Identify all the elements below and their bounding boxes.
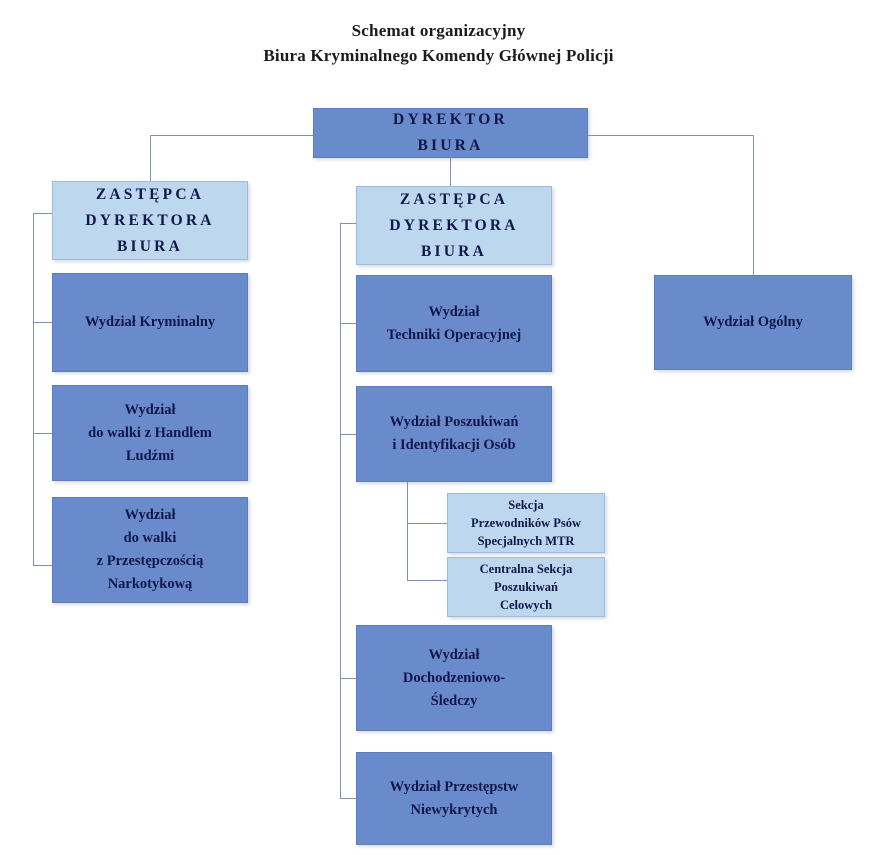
connector-director-to-deputy-mid <box>450 158 451 186</box>
node-wydzial-narkotyki-label: Wydział do walki z Przestępczością Narko… <box>96 507 204 592</box>
node-centralna-sekcja-poszukiwan[interactable]: Centralna Sekcja Poszukiwań Celowych <box>447 557 605 617</box>
connector-mid-stub-deputy <box>340 223 356 224</box>
connector-sub-trunk <box>407 482 408 580</box>
node-wydzial-handel-ludzmi[interactable]: Wydział do walki z Handlem Ludźmi <box>52 385 248 481</box>
connector-left-stub-1 <box>33 322 52 323</box>
connector-left-stub-2 <box>33 433 52 434</box>
node-wydzial-przestepstw-niewykrytych[interactable]: Wydział Przestępstw Niewykrytych <box>356 752 552 845</box>
node-sekcja-przewodnikow-psow-label: Sekcja Przewodników Psów Specjalnych MTR <box>470 498 582 548</box>
connector-sub-stub-2 <box>407 580 447 581</box>
node-centralna-sekcja-poszukiwan-label: Centralna Sekcja Poszukiwań Celowych <box>479 562 573 612</box>
node-deputy-mid-label: ZASTĘPCA DYREKTORA BIURA <box>389 190 519 260</box>
node-deputy-left[interactable]: ZASTĘPCA DYREKTORA BIURA <box>52 181 248 260</box>
chart-title: Schemat organizacyjny Biura Kryminalnego… <box>0 18 877 68</box>
node-wydzial-kryminalny-label: Wydział Kryminalny <box>84 314 216 330</box>
connector-left-stub-3 <box>33 565 52 566</box>
node-wydzial-poszukiwan[interactable]: Wydział Poszukiwań i Identyfikacji Osób <box>356 386 552 482</box>
connector-mid-stub-3 <box>340 678 356 679</box>
node-wydzial-techniki-operacyjnej-label: Wydział Techniki Operacyjnej <box>386 303 522 343</box>
connector-mid-stub-2 <box>340 434 356 435</box>
node-wydzial-dochodzeniowo-sledczy[interactable]: Wydział Dochodzeniowo- Śledczy <box>356 625 552 731</box>
connector-bus-to-deputy-left <box>150 135 151 181</box>
node-wydzial-poszukiwan-label: Wydział Poszukiwań i Identyfikacji Osób <box>389 414 519 453</box>
node-sekcja-przewodnikow-psow[interactable]: Sekcja Przewodników Psów Specjalnych MTR <box>447 493 605 553</box>
connector-sub-stub-1 <box>407 523 447 524</box>
node-director-label: DYREKTOR BIURA <box>393 111 508 154</box>
connector-mid-stub-1 <box>340 323 356 324</box>
node-wydzial-ogolny[interactable]: Wydział Ogólny <box>654 275 852 370</box>
connector-mid-stub-4 <box>340 798 356 799</box>
node-wydzial-kryminalny[interactable]: Wydział Kryminalny <box>52 273 248 372</box>
connector-left-stub-deputy <box>33 213 52 214</box>
chart-title-line-2: Biura Kryminalnego Komendy Głównej Polic… <box>263 46 614 65</box>
node-wydzial-techniki-operacyjnej[interactable]: Wydział Techniki Operacyjnej <box>356 275 552 372</box>
node-wydzial-ogolny-label: Wydział Ogólny <box>703 314 803 330</box>
node-deputy-left-label: ZASTĘPCA DYREKTORA BIURA <box>85 185 215 255</box>
node-wydzial-dochodzeniowo-sledczy-label: Wydział Dochodzeniowo- Śledczy <box>402 646 506 709</box>
node-wydzial-handel-ludzmi-label: Wydział do walki z Handlem Ludźmi <box>88 401 212 464</box>
connector-mid-trunk <box>340 223 341 798</box>
node-wydzial-narkotyki[interactable]: Wydział do walki z Przestępczością Narko… <box>52 497 248 603</box>
connector-bus-to-wydzial-ogolny <box>753 135 754 275</box>
connector-left-trunk <box>33 213 34 565</box>
chart-title-line-1: Schemat organizacyjny <box>351 21 526 40</box>
node-wydzial-przestepstw-niewykrytych-label: Wydział Przestępstw Niewykrytych <box>389 778 519 818</box>
node-director[interactable]: DYREKTOR BIURA <box>313 108 588 158</box>
node-deputy-mid[interactable]: ZASTĘPCA DYREKTORA BIURA <box>356 186 552 265</box>
